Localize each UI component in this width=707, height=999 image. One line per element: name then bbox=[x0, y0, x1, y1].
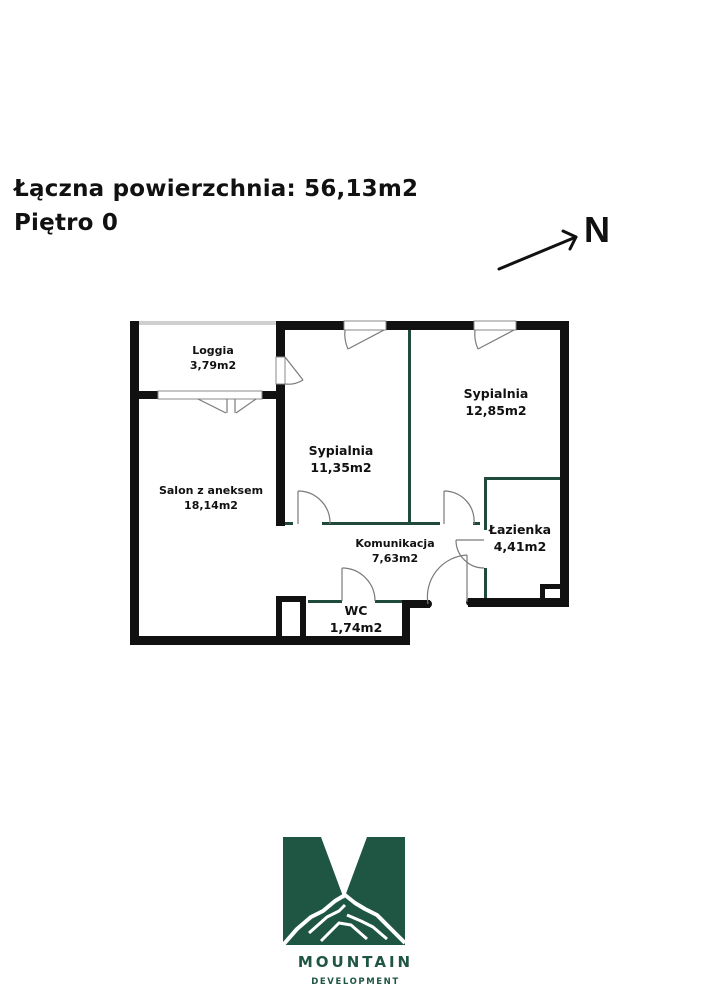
partition-walls bbox=[285, 330, 560, 603]
room-loggia: Loggia 3,79m2 bbox=[190, 343, 236, 373]
room-name: Łazienka bbox=[488, 522, 552, 537]
room-area: 1,74m2 bbox=[329, 620, 383, 635]
north-arrow-icon bbox=[497, 229, 578, 271]
mountain-logo-icon bbox=[283, 837, 405, 945]
doors bbox=[197, 329, 515, 605]
room-name: WC bbox=[344, 603, 368, 618]
logo-name: MOUNTAIN bbox=[297, 953, 414, 971]
room-name: Salon z aneksem bbox=[158, 484, 264, 497]
logo-subtitle: DEVELOPMENT bbox=[311, 977, 400, 987]
room-area: 4,41m2 bbox=[493, 539, 547, 554]
room-name: Loggia bbox=[192, 344, 234, 357]
room-name: Sypialnia bbox=[308, 443, 374, 458]
room-area: 12,85m2 bbox=[465, 403, 527, 418]
room-area: 11,35m2 bbox=[310, 460, 372, 475]
room-wc: WC 1,74m2 bbox=[330, 602, 383, 636]
total-area-label: Łączna powierzchnia: 56,13m2 bbox=[14, 176, 419, 202]
exterior-walls bbox=[130, 321, 569, 645]
room-bathroom: Łazienka 4,41m2 bbox=[489, 521, 551, 555]
plan-title-block: Łączna powierzchnia: 56,13m2 Piętro 0 bbox=[14, 172, 418, 240]
loggia-railing bbox=[139, 321, 276, 325]
room-name: Sypialnia bbox=[463, 386, 529, 401]
floor-label: Piętro 0 bbox=[14, 210, 119, 236]
room-area: 3,79m2 bbox=[189, 359, 237, 372]
room-bedroom-1: Sypialnia 11,35m2 bbox=[309, 442, 374, 476]
room-salon: Salon z aneksem 18,14m2 bbox=[159, 483, 263, 513]
windows bbox=[157, 320, 517, 400]
room-bedroom-2: Sypialnia 12,85m2 bbox=[464, 385, 529, 419]
room-area: 18,14m2 bbox=[184, 499, 238, 512]
north-label: N bbox=[584, 209, 610, 250]
room-area: 7,63m2 bbox=[371, 552, 419, 565]
room-corridor: Komunikacja 7,63m2 bbox=[355, 536, 434, 566]
room-name: Komunikacja bbox=[355, 537, 435, 550]
